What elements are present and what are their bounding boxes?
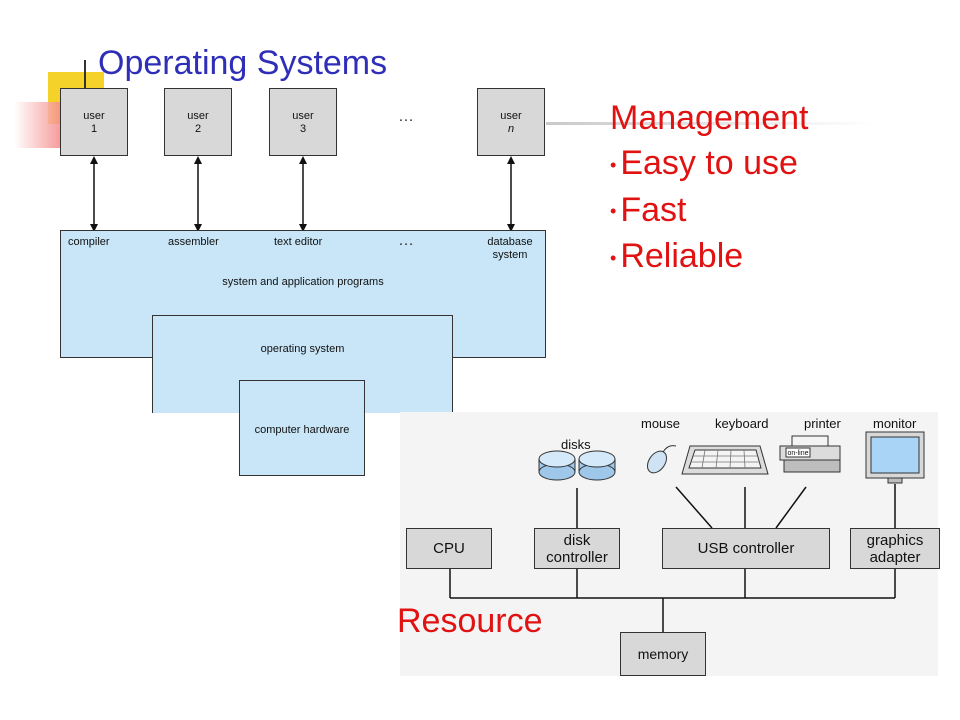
memory-box: memory — [620, 632, 706, 676]
resource-label: Resource — [397, 602, 543, 640]
program-compiler: compiler — [68, 236, 110, 248]
program-assembler: assembler — [168, 236, 219, 248]
user-number: 1 — [90, 123, 98, 135]
management-heading: Management — [610, 99, 809, 137]
printer-screen-text: on-line — [787, 450, 808, 457]
bullet-icon: • — [610, 154, 617, 175]
user-box-1: user 1 — [60, 88, 128, 156]
program-database-system: database system — [487, 236, 533, 261]
users-ellipsis: … — [398, 108, 414, 125]
user-label: user — [83, 110, 105, 122]
layer-computer-hardware — [239, 380, 365, 476]
printer-icon: on-line — [779, 435, 841, 473]
decorative-horizontal-line — [546, 122, 876, 125]
programs-ellipsis: … — [398, 232, 414, 249]
graphics-adapter-box: graphics adapter — [850, 528, 940, 569]
user-box-3: user 3 — [269, 88, 337, 156]
bullet-icon: • — [610, 201, 617, 222]
user-box-2: user 2 — [164, 88, 232, 156]
monitor-icon — [865, 431, 925, 484]
user-number: n — [507, 123, 515, 135]
bullet-icon: • — [610, 247, 617, 268]
user-number: 3 — [299, 123, 307, 135]
user-label: user — [500, 110, 522, 122]
disks-icon — [538, 450, 616, 481]
management-item: •Easy to use — [610, 144, 798, 182]
management-item: •Fast — [610, 190, 687, 229]
user-label: user — [187, 110, 209, 122]
system-bus — [449, 484, 896, 632]
usb-controller-box: USB controller — [662, 528, 830, 569]
keyboard-icon — [681, 445, 769, 475]
mouse-label: mouse — [641, 416, 680, 431]
disks-label: disks — [561, 437, 591, 452]
device-labels: disks mouse keyboard printer monitor — [561, 416, 917, 452]
cpu-box: CPU — [406, 528, 492, 569]
user-number: 2 — [194, 123, 202, 135]
slide-title: Operating Systems — [98, 44, 388, 82]
monitor-label: monitor — [873, 416, 917, 431]
disk-controller-box: disk controller — [534, 528, 620, 569]
printer-label: printer — [804, 416, 842, 431]
program-text-editor: text editor — [274, 236, 323, 248]
layer-os-label: operating system — [260, 343, 345, 355]
user-box-n: user n — [477, 88, 545, 156]
layer-programs-label: system and application programs — [222, 276, 384, 288]
keyboard-label: keyboard — [715, 416, 768, 431]
mouse-icon — [646, 445, 677, 474]
user-label: user — [292, 110, 314, 122]
management-item: •Reliable — [610, 237, 744, 276]
layer-hardware-label: computer hardware — [254, 424, 350, 436]
management-list: Management •Easy to use •Fast •Reliable — [610, 96, 808, 281]
